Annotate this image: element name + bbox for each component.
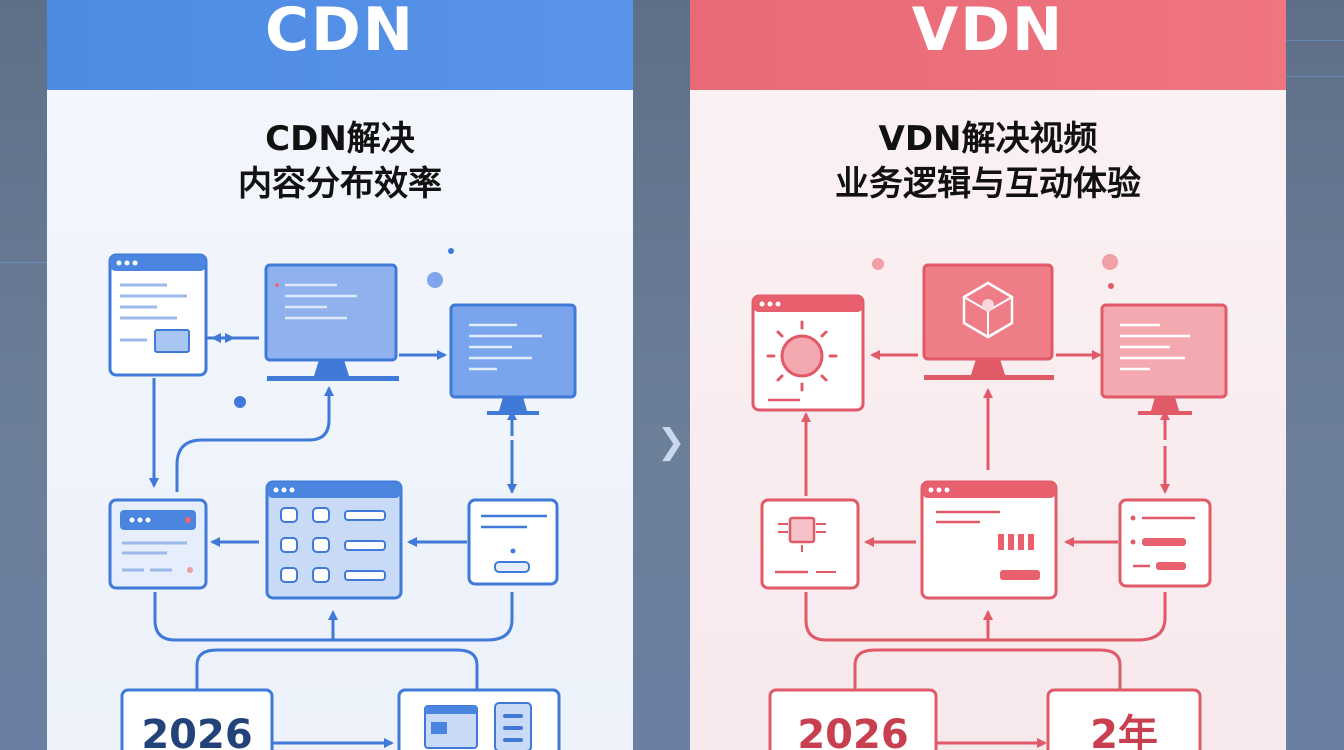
chip-card-icon — [760, 498, 860, 590]
background-line — [1286, 40, 1344, 41]
equalizer-window-icon — [920, 480, 1058, 600]
desktop-monitor-icon — [449, 303, 577, 415]
year-label: 2026 — [141, 712, 252, 750]
vdn-flow-diagram: 2026 2年 — [751, 254, 1228, 750]
duration-label: 2年 — [1090, 712, 1158, 750]
decorative-dot — [427, 272, 443, 288]
media-gallery-window-icon — [397, 688, 561, 750]
year-box — [768, 688, 938, 750]
vdn-subtitle-line-2: 业务逻辑与互动体验 — [835, 164, 1141, 204]
decorative-dot — [448, 248, 454, 254]
cdn-flow-diagram: 2026 — [108, 248, 577, 750]
decorative-dot — [872, 258, 884, 270]
app-grid-window-icon — [265, 480, 403, 600]
profile-card-icon — [108, 498, 208, 590]
cdn-header: CDN — [47, 0, 633, 90]
cube-monitor-icon — [922, 263, 1054, 380]
decorative-dot — [1102, 254, 1118, 270]
duration-box — [1046, 688, 1202, 750]
vdn-header: VDN — [690, 0, 1286, 90]
background-line — [0, 262, 47, 263]
cdn-subtitle-line-1: CDN解决 — [265, 119, 415, 159]
browser-window-icon — [108, 253, 208, 377]
vdn-subtitle: VDN解决视频 业务逻辑与互动体验 — [690, 117, 1286, 207]
year-label: 2026 — [797, 712, 908, 750]
form-window-icon — [467, 498, 559, 586]
code-monitor-icon — [1100, 303, 1228, 415]
vdn-header-title: VDN — [911, 0, 1065, 65]
year-box — [120, 688, 274, 750]
vdn-subtitle-line-1: VDN解决视频 — [878, 119, 1098, 159]
desktop-monitor-icon — [264, 263, 399, 381]
decorative-dot — [234, 396, 246, 408]
cdn-panel: CDN CDN解决 内容分布效率 — [47, 0, 633, 750]
sun-window-icon — [751, 294, 865, 412]
vdn-panel: VDN VDN解决视频 业务逻辑与互动体验 — [690, 0, 1286, 750]
list-card-icon — [1118, 498, 1212, 588]
cdn-subtitle-line-2: 内容分布效率 — [238, 164, 442, 204]
background-line — [1286, 76, 1344, 77]
chevron-right-icon: ❯ — [657, 422, 686, 462]
cdn-header-title: CDN — [264, 0, 416, 65]
decorative-dot — [1108, 283, 1114, 289]
cdn-subtitle: CDN解决 内容分布效率 — [47, 117, 633, 207]
